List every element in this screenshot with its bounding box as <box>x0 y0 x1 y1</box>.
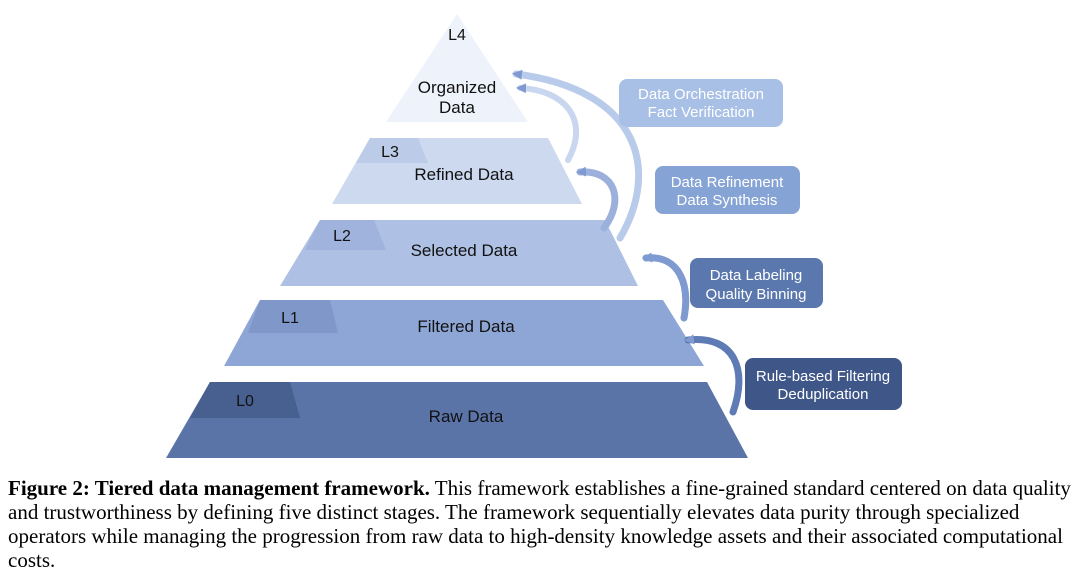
tier-l2: L2 Selected Data <box>280 220 638 286</box>
arrow-l2-to-l3 <box>576 166 619 232</box>
operator-line1: Data Labeling <box>710 267 803 284</box>
operator-line1: Data Refinement <box>671 174 784 191</box>
caption-text: This framework establishes a fine-graine… <box>8 476 1071 572</box>
operator-line1: Rule-based Filtering <box>756 368 890 385</box>
elevation-arrows <box>512 69 743 416</box>
tier-l3: L3 Refined Data <box>332 138 582 204</box>
operator-line2: Deduplication <box>778 386 869 403</box>
tier-l3-name: Refined Data <box>414 165 514 184</box>
operator-line2: Data Synthesis <box>677 192 778 209</box>
arrow-l1-to-l2 <box>642 252 690 322</box>
tier-l4-name-line1: Organized <box>418 78 496 97</box>
operator-box <box>745 358 902 410</box>
operator-data-orchestration: Data Orchestration Fact Verification <box>619 79 783 127</box>
tier-l1-level: L1 <box>281 310 299 327</box>
operator-line2: Quality Binning <box>706 286 807 303</box>
operator-data-refinement: Data Refinement Data Synthesis <box>655 166 800 214</box>
tier-l3-level: L3 <box>381 144 399 161</box>
tier-l4-level: L4 <box>448 27 466 44</box>
operator-rule-filtering: Rule-based Filtering Deduplication <box>745 358 902 410</box>
tier-l0-name: Raw Data <box>429 407 504 426</box>
operator-data-labeling: Data Labeling Quality Binning <box>690 258 823 308</box>
tier-l4: L4 Organized Data <box>386 14 528 122</box>
tier-l1-shape <box>224 300 704 366</box>
operator-line1: Data Orchestration <box>638 86 764 103</box>
operator-box <box>619 79 783 127</box>
arrow-l0-to-l1 <box>684 334 743 416</box>
operator-box <box>690 258 823 308</box>
tiered-pyramid-diagram: L0 Raw Data L1 Filtered Data L2 Selected… <box>166 14 902 458</box>
tier-l4-name-line2: Data <box>439 98 475 117</box>
tier-l0-shape <box>166 382 748 458</box>
caption-label: Figure 2: Tiered data management framewo… <box>8 476 430 500</box>
tier-l2-name: Selected Data <box>411 241 518 260</box>
arrow-l3-to-l4 <box>512 69 643 242</box>
tier-l0-tab <box>190 382 300 418</box>
figure-caption: Figure 2: Tiered data management framewo… <box>8 476 1072 572</box>
arrow-l2-to-l4-inner <box>516 83 580 163</box>
tier-l0-level: L0 <box>236 393 254 410</box>
tier-l2-level: L2 <box>333 228 351 245</box>
tier-l0: L0 Raw Data <box>166 382 748 458</box>
tier-l1: L1 Filtered Data <box>224 300 704 366</box>
operator-box <box>655 166 800 214</box>
tier-l2-tab <box>305 220 386 250</box>
tier-l1-tab <box>248 300 338 333</box>
tier-l3-tab <box>356 138 428 163</box>
operator-line2: Fact Verification <box>648 104 755 121</box>
tier-l1-name: Filtered Data <box>417 317 515 336</box>
tier-l4-shape <box>386 14 528 122</box>
